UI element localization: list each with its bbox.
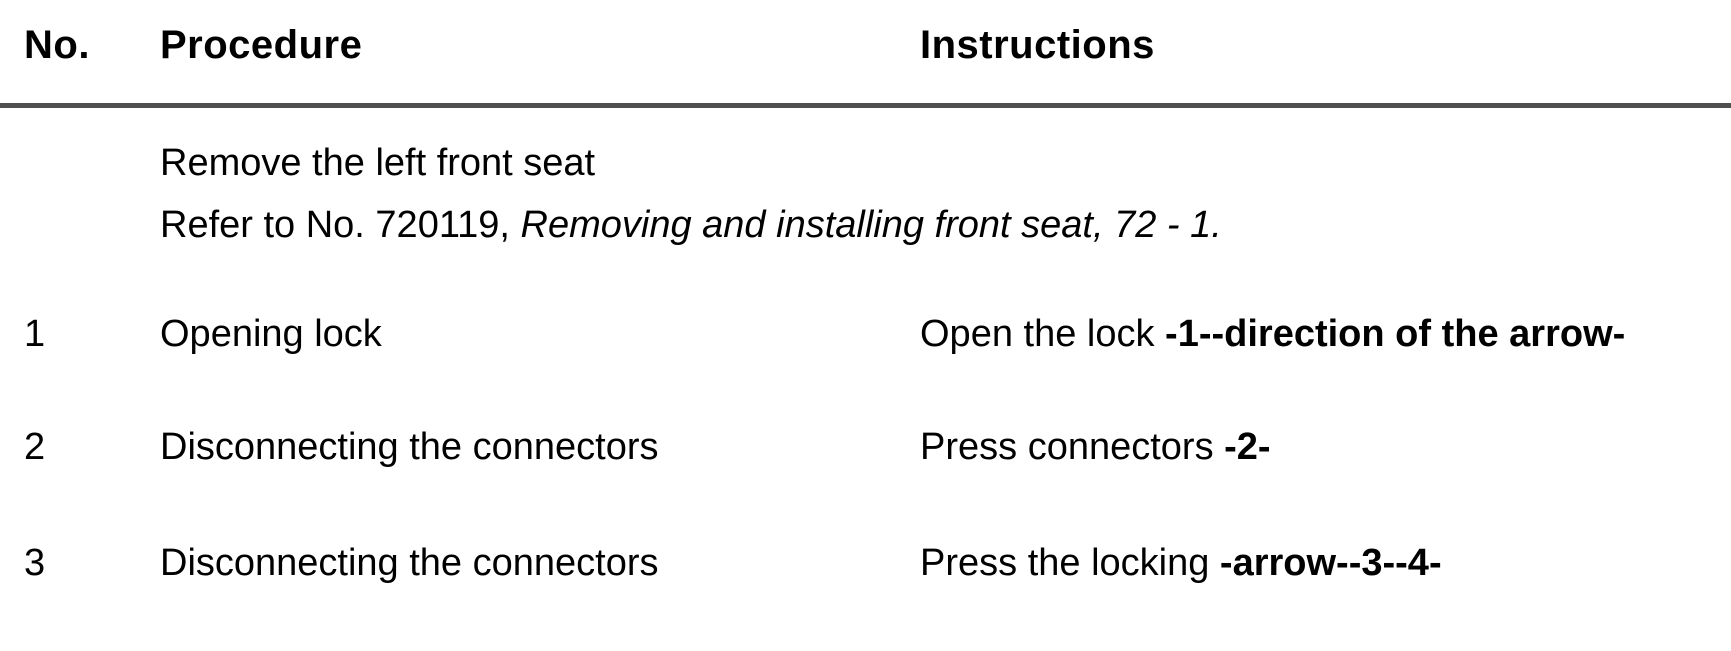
table-row-step-2: 2 Disconnecting the connectors Press con… bbox=[0, 416, 1731, 478]
header-divider-rule bbox=[0, 103, 1731, 108]
column-header-instructions: Instructions bbox=[920, 23, 1155, 67]
intro-line-2: Refer to No. 720119, Removing and instal… bbox=[160, 194, 1731, 256]
step-number: 3 bbox=[24, 542, 46, 584]
instruction-callout: -2- bbox=[1224, 426, 1271, 468]
step-number: 1 bbox=[24, 313, 46, 355]
step-procedure: Disconnecting the connectors bbox=[160, 426, 659, 468]
step-number: 2 bbox=[24, 426, 46, 468]
intro-reference-title: Removing and installing front seat, 72 -… bbox=[520, 204, 1222, 246]
column-header-no: No. bbox=[24, 23, 90, 67]
step-procedure: Opening lock bbox=[160, 313, 382, 355]
instruction-text: Press connectors bbox=[920, 426, 1225, 468]
step-instruction: Open the lock -1--direction of the arrow… bbox=[920, 303, 1731, 365]
intro-reference-prefix: Refer to No. 720119, bbox=[160, 204, 521, 246]
instruction-callout: -1--direction of the arrow- bbox=[1165, 313, 1626, 355]
step-instruction: Press connectors -2- bbox=[920, 416, 1731, 478]
table-row-step-1: 1 Opening lock Open the lock -1--directi… bbox=[0, 303, 1731, 365]
intro-line-1: Remove the left front seat bbox=[160, 142, 596, 184]
intro-text-cell: Remove the left front seat Refer to No. … bbox=[160, 132, 1731, 256]
column-header-procedure: Procedure bbox=[160, 23, 363, 67]
instruction-text: Press the locking bbox=[920, 542, 1220, 584]
table-row-step-3: 3 Disconnecting the connectors Press the… bbox=[0, 532, 1731, 594]
table-header-row: No. Procedure Instructions bbox=[0, 20, 1731, 70]
step-procedure: Disconnecting the connectors bbox=[160, 542, 659, 584]
table-row-intro: Remove the left front seat Refer to No. … bbox=[0, 132, 1731, 256]
instruction-callout: -arrow--3--4- bbox=[1219, 542, 1442, 584]
step-instruction: Press the locking -arrow--3--4- bbox=[920, 532, 1731, 594]
instruction-text: Open the lock bbox=[920, 313, 1166, 355]
